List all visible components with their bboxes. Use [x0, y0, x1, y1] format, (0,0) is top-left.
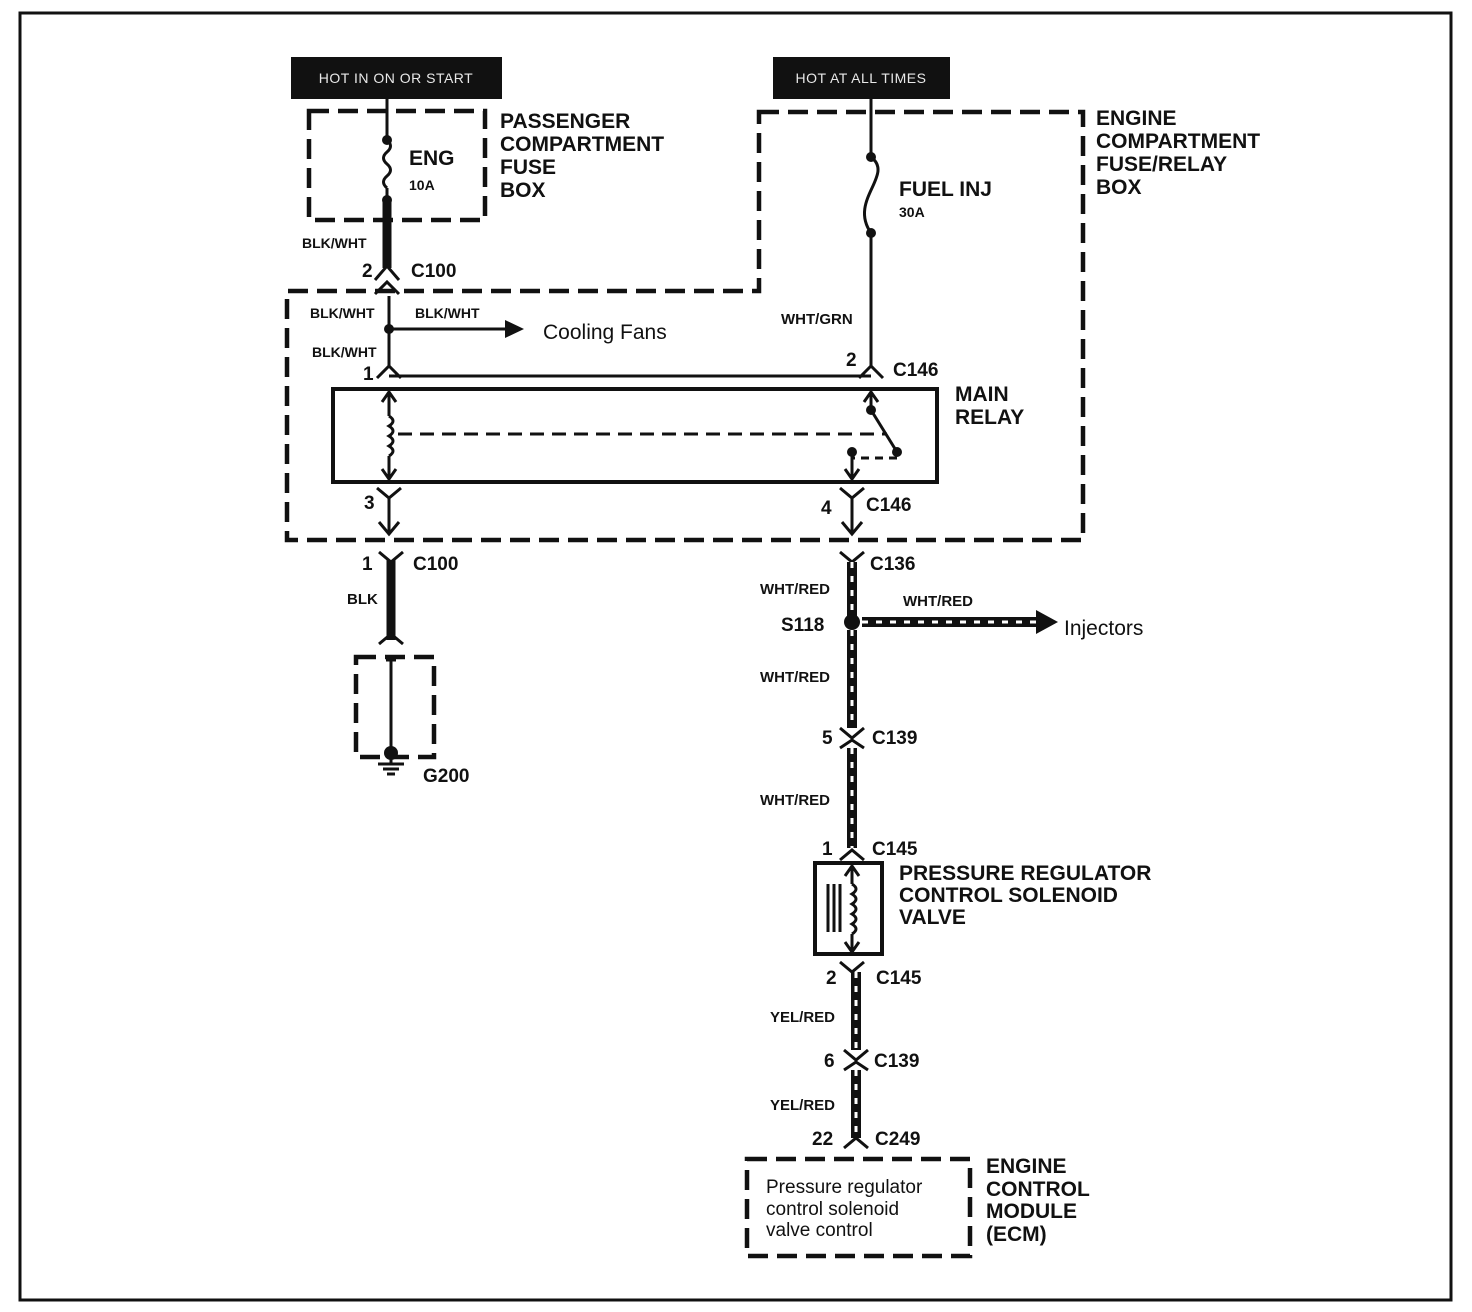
c100-bottom-pin: 1	[362, 554, 373, 575]
cooling-fans-label: Cooling Fans	[543, 321, 667, 344]
relay-coil-icon	[386, 414, 395, 458]
wire-color-wht-red-a: WHT/RED	[760, 581, 830, 598]
c145-b-id: C145	[876, 968, 922, 989]
c139-a-id: C139	[872, 728, 917, 749]
c100-top-pin: 2	[362, 261, 373, 282]
c249-connector	[843, 1136, 869, 1150]
ecm-function-1: Pressure regulator	[766, 1177, 923, 1198]
splice-id: S118	[781, 615, 824, 636]
c100-top-id: C100	[411, 261, 456, 282]
wire-color-wht-red-inj: WHT/RED	[903, 593, 973, 610]
passenger-fuse-box-outline	[306, 108, 488, 223]
wire-color-wht-grn: WHT/GRN	[781, 311, 853, 328]
pressure-valve-label-1: PRESSURE REGULATOR	[899, 862, 1151, 885]
engine-box-label-4: BOX	[1096, 176, 1142, 199]
relay-in-right-pin: 2	[846, 350, 857, 371]
c145-a-connector	[839, 848, 865, 862]
eng-fuse-icon	[382, 138, 392, 190]
batt-power-label-box	[773, 57, 950, 99]
c139-a-connector	[839, 738, 865, 750]
ecm-label-4: (ECM)	[986, 1223, 1047, 1246]
ign-power-label-box	[291, 57, 502, 99]
relay-out-left-pin: 3	[364, 493, 375, 514]
relay-out-right-id: C146	[866, 495, 911, 516]
ign-power-label: HOT IN ON OR START	[319, 70, 473, 86]
wire-color-blk: BLK	[347, 591, 378, 608]
fuel-inj-fuse-name: FUEL INJ	[899, 178, 992, 201]
wire-color-wht-red-b: WHT/RED	[760, 669, 830, 686]
c145-a-pin: 1	[822, 839, 833, 860]
pressure-valve-label-2: CONTROL SOLENOID	[899, 884, 1118, 907]
engine-fuse-relay-box-outline	[284, 109, 1086, 543]
fuel-inj-fuse-rating: 30A	[899, 204, 925, 220]
wire-color-blk-wht-top: BLK/WHT	[302, 235, 367, 251]
passenger-box-label-1: PASSENGER	[500, 110, 630, 133]
ecm-function-2: control solenoid	[766, 1199, 899, 1220]
engine-box-label-2: COMPARTMENT	[1096, 130, 1260, 153]
wire-color-yel-red-b: YEL/RED	[770, 1097, 835, 1114]
ground-id: G200	[423, 766, 469, 787]
wire-color-wht-red-c: WHT/RED	[760, 792, 830, 809]
main-relay-label-1: MAIN	[955, 383, 1009, 406]
cooling-fans-arrow-icon	[505, 320, 524, 338]
eng-fuse-rating: 10A	[409, 177, 435, 193]
c136-connector	[839, 550, 865, 564]
c139-a-pin: 5	[822, 728, 833, 749]
passenger-box-label-4: BOX	[500, 179, 546, 202]
injectors-arrow-icon	[1036, 610, 1058, 634]
relay-out-right-pin: 4	[821, 498, 832, 519]
pressure-valve-label-3: VALVE	[899, 906, 966, 929]
ground-box-outline	[353, 654, 437, 760]
wire-color-yel-red-a: YEL/RED	[770, 1009, 835, 1026]
c100-bottom-id: C100	[413, 554, 458, 575]
c100-top-connector	[373, 263, 401, 281]
ground-icon	[378, 753, 404, 776]
c145-a-id: C145	[872, 839, 918, 860]
solenoid-coil-icon	[849, 882, 858, 936]
relay-switch-icon	[869, 409, 899, 453]
ecm-label-1: ENGINE	[986, 1155, 1067, 1178]
ecm-function-3: valve control	[766, 1220, 873, 1241]
c136-id: C136	[870, 554, 915, 575]
main-relay-box	[331, 387, 939, 484]
c249-pin: 22	[812, 1129, 833, 1150]
c139-b-connector	[843, 1060, 869, 1072]
pressure-valve-box	[813, 861, 884, 956]
wire-color-blk-wht-b: BLK/WHT	[415, 305, 480, 321]
eng-fuse-name: ENG	[409, 147, 455, 170]
c145-b-connector	[839, 960, 865, 974]
c139-b-id: C139	[874, 1051, 919, 1072]
wire-color-blk-wht-c: BLK/WHT	[312, 344, 377, 360]
main-relay-label-2: RELAY	[955, 406, 1024, 429]
c139-b-pin: 6	[824, 1051, 835, 1072]
engine-box-label-1: ENGINE	[1096, 107, 1177, 130]
c249-id: C249	[875, 1129, 920, 1150]
batt-power-label: HOT AT ALL TIMES	[796, 70, 927, 86]
passenger-box-label-3: FUSE	[500, 156, 556, 179]
ecm-box-outline	[744, 1156, 973, 1259]
s118-splice	[844, 614, 860, 630]
injectors-label: Injectors	[1064, 617, 1143, 640]
diagram-frame	[18, 11, 1453, 1302]
fuel-inj-fuse-icon	[863, 155, 880, 234]
ecm-label-3: MODULE	[986, 1200, 1077, 1223]
relay-in-left-pin: 1	[363, 364, 374, 385]
passenger-box-label-2: COMPARTMENT	[500, 133, 664, 156]
c145-b-pin: 2	[826, 968, 837, 989]
wire-color-blk-wht-a: BLK/WHT	[310, 305, 375, 321]
ecm-label-2: CONTROL	[986, 1178, 1090, 1201]
engine-box-label-3: FUSE/RELAY	[1096, 153, 1227, 176]
relay-in-right-id: C146	[893, 360, 938, 381]
